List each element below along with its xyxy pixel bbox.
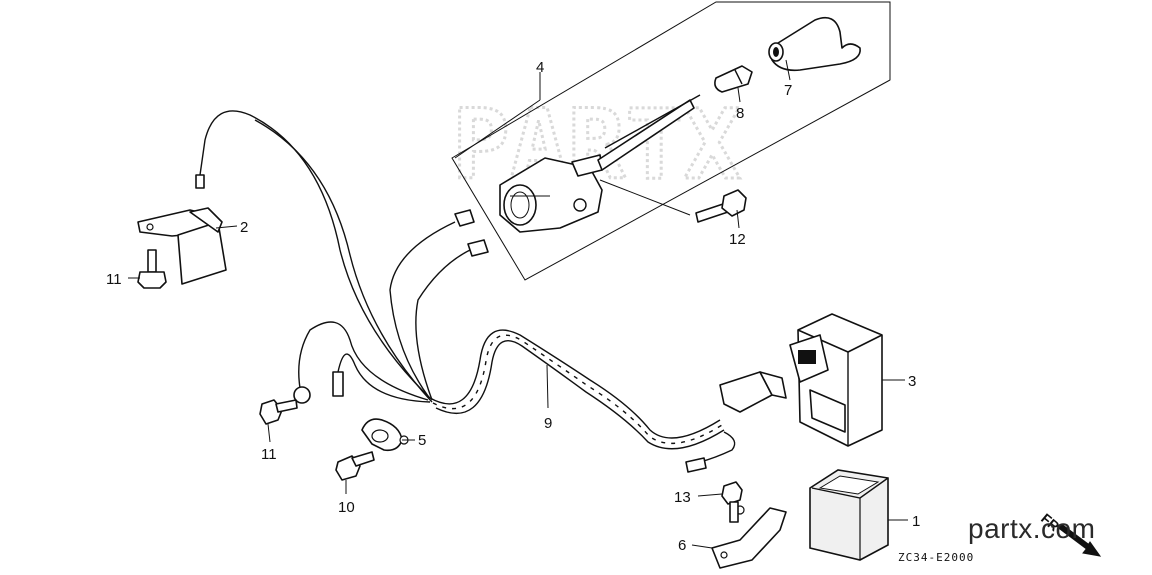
callout-2: 2	[240, 219, 248, 236]
callout-5: 5	[418, 432, 426, 449]
callout-13: 13	[674, 489, 691, 506]
drawing-code: ZC34-E2000	[898, 551, 974, 564]
rubber-cover	[809, 469, 889, 561]
coil-group-frame	[451, 1, 891, 281]
callout-1: 1	[912, 513, 920, 530]
bolt-10	[335, 451, 375, 481]
brand-watermark: partx.com	[968, 513, 1096, 544]
spark-plug-cap	[768, 16, 861, 72]
cdi-unit	[789, 313, 883, 447]
bolt-13	[721, 481, 743, 523]
bolt-12	[599, 179, 747, 223]
bolt-11-lower	[259, 399, 298, 425]
callout-12: 12	[729, 231, 746, 248]
plug-clip	[714, 65, 753, 93]
callout-11-lower: 11	[261, 446, 277, 463]
bracket-2	[137, 207, 227, 285]
wire-harness	[195, 110, 787, 473]
callout-9: 9	[544, 415, 552, 432]
bracket-6	[711, 505, 787, 569]
callout-10: 10	[338, 499, 355, 516]
cable-clamp	[361, 418, 409, 452]
callout-6: 6	[678, 537, 686, 554]
callout-8: 8	[736, 105, 744, 122]
bolt-11-upper	[137, 249, 167, 289]
callout-11-upper: 11	[106, 271, 122, 288]
ignition-coil	[499, 94, 701, 233]
callout-7: 7	[784, 82, 792, 99]
callout-3: 3	[908, 373, 916, 390]
callout-4: 4	[536, 59, 544, 76]
